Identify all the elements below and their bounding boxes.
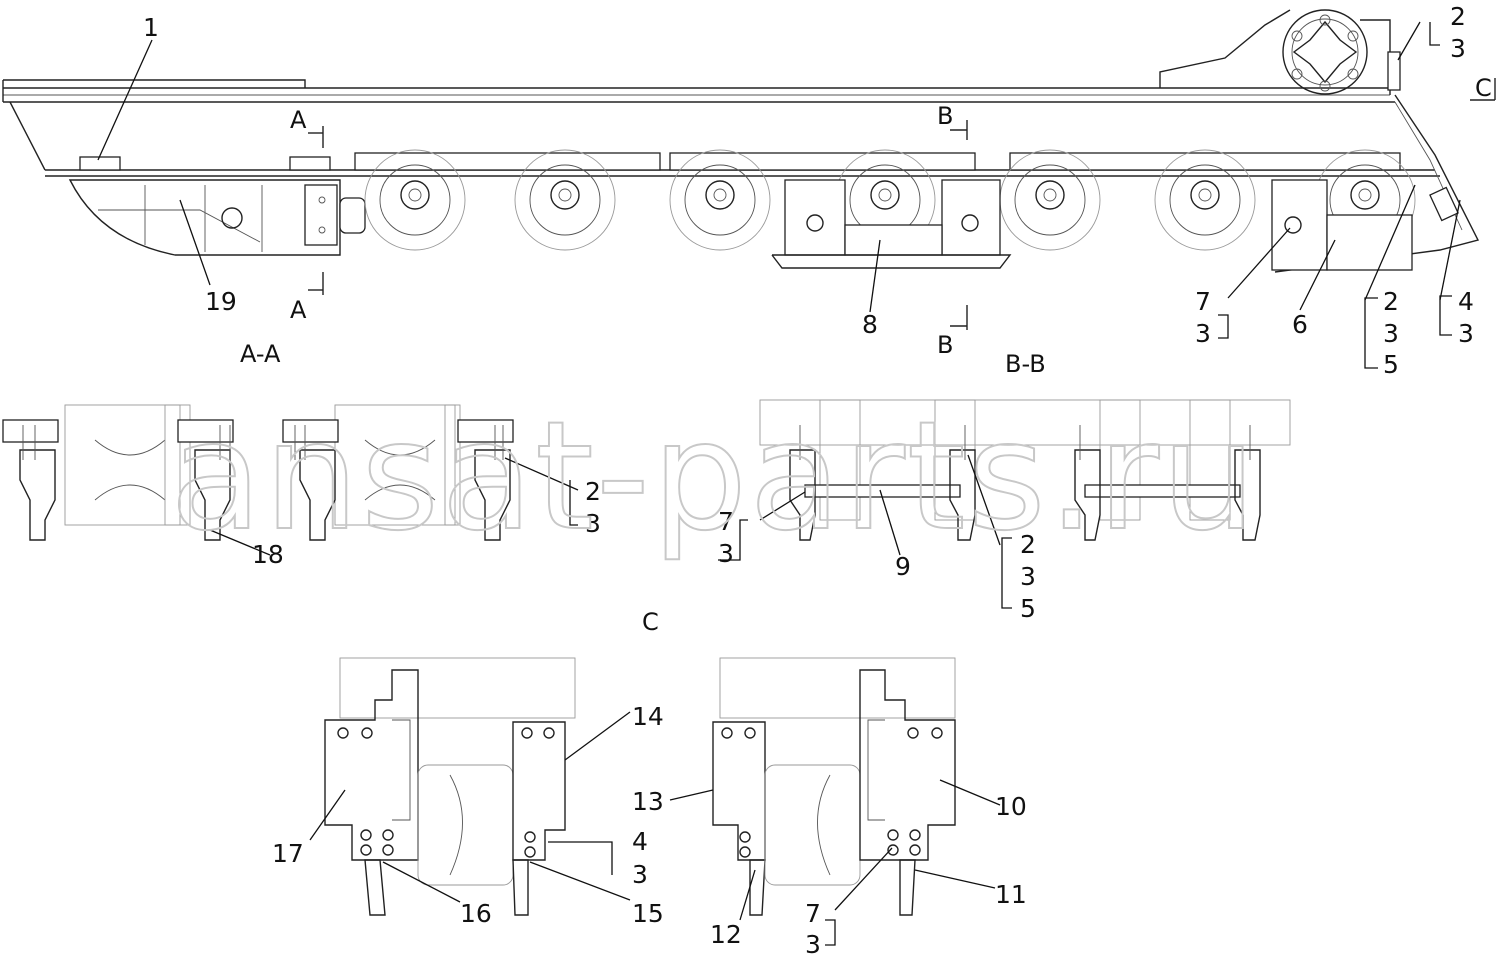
roller-2 xyxy=(514,149,616,251)
callout-4-side: 4 xyxy=(1458,287,1474,316)
callout-3-c-a: 3 xyxy=(632,860,648,889)
callout-3-top: 3 xyxy=(1450,34,1466,63)
callout-9: 9 xyxy=(895,552,911,581)
callout-3-bb-a: 3 xyxy=(718,539,734,568)
callout-6: 6 xyxy=(1292,310,1308,339)
callout-3-bb-b: 3 xyxy=(1020,562,1036,591)
section-title-bb: B-B xyxy=(1005,350,1046,378)
cut-b-bottom: B xyxy=(937,331,953,359)
callout-13: 13 xyxy=(632,787,664,816)
callout-17: 17 xyxy=(272,839,304,868)
leader-lines xyxy=(97,21,1461,946)
callout-3-side-a: 3 xyxy=(1195,319,1211,348)
callout-3-side-c: 3 xyxy=(1458,319,1474,348)
cut-a-top: A xyxy=(290,106,307,134)
callout-2-top: 2 xyxy=(1450,2,1466,31)
callout-5-side: 5 xyxy=(1383,350,1399,379)
track-guard-6 xyxy=(1271,179,1413,271)
callout-7-bb: 7 xyxy=(718,507,734,536)
callout-11: 11 xyxy=(995,880,1027,909)
callout-7-side: 7 xyxy=(1195,287,1211,316)
roller-6 xyxy=(1154,149,1256,251)
cut-a-bottom: A xyxy=(290,296,307,324)
callout-10: 10 xyxy=(995,792,1027,821)
callout-2-aa: 2 xyxy=(585,477,601,506)
callout-14: 14 xyxy=(632,702,664,731)
callout-15: 15 xyxy=(632,899,664,928)
view-c-right xyxy=(712,657,956,916)
section-title-aa: A-A xyxy=(240,340,281,368)
side-view-track-frame xyxy=(2,9,1480,273)
roller-3 xyxy=(669,149,771,251)
cut-b-top: B xyxy=(937,102,953,130)
callout-3-c-b: 3 xyxy=(805,930,821,959)
callout-7-c: 7 xyxy=(805,899,821,928)
cut-c: C xyxy=(1475,74,1492,102)
callout-18: 18 xyxy=(252,540,284,569)
callout-2-bb: 2 xyxy=(1020,530,1036,559)
section-cut-marks xyxy=(308,78,1496,330)
callout-1: 1 xyxy=(143,13,159,42)
callout-2-side: 2 xyxy=(1383,287,1399,316)
callout-12: 12 xyxy=(710,920,742,949)
callout-5-bb: 5 xyxy=(1020,594,1036,623)
callout-16: 16 xyxy=(460,899,492,928)
callout-8: 8 xyxy=(862,310,878,339)
section-title-c: C xyxy=(642,608,659,636)
section-bb-view xyxy=(759,399,1291,541)
roller-1 xyxy=(364,149,466,251)
section-aa-view xyxy=(2,404,514,541)
callout-3-side-b: 3 xyxy=(1383,319,1399,348)
callout-4-c: 4 xyxy=(632,827,648,856)
watermark: ansat-parts.ru xyxy=(170,390,1258,564)
track-guard-8 xyxy=(771,179,1012,269)
callout-3-aa: 3 xyxy=(585,509,601,538)
view-c-left xyxy=(324,657,576,916)
callout-19: 19 xyxy=(205,287,237,316)
